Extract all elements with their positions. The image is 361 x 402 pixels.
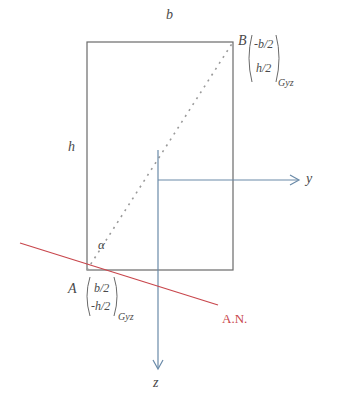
frame-subscript: Gyz [278, 78, 294, 88]
neutral-axis [20, 243, 218, 305]
bracket [276, 35, 279, 82]
point-label: B [238, 34, 247, 48]
neutral-axis-label: A.N. [222, 312, 247, 325]
y-arrowhead [290, 175, 299, 185]
bracket [114, 277, 117, 316]
z-arrowhead [153, 360, 163, 369]
height-label: h [68, 140, 75, 154]
z-axis [157, 150, 158, 368]
width-label: b [166, 8, 173, 22]
bracket [87, 277, 90, 316]
point-label: A [68, 282, 77, 296]
coordinate: b/2 [94, 282, 109, 294]
bracket [249, 35, 252, 82]
axis-label: z [153, 376, 158, 390]
angle-label: α [98, 238, 105, 251]
cross-section [87, 42, 233, 270]
coordinate: -b/2 [254, 38, 273, 50]
coordinate: h/2 [256, 62, 271, 74]
y-axis [158, 179, 298, 180]
coordinate: -h/2 [91, 300, 110, 312]
diagonal-dotted [87, 42, 233, 270]
frame-subscript: Gyz [118, 312, 134, 322]
axis-label: y [306, 172, 312, 186]
